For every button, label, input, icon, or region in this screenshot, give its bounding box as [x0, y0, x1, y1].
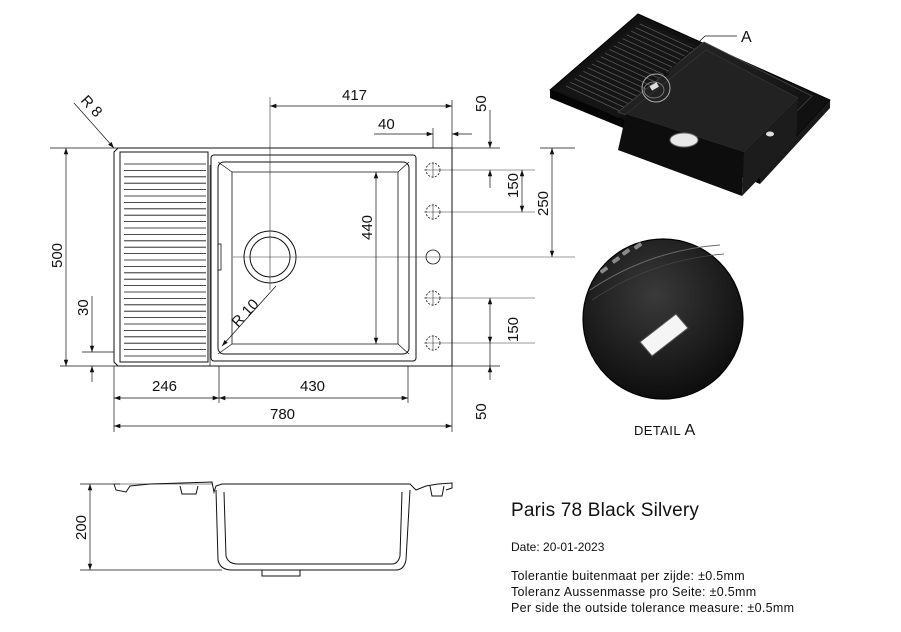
iso-drainer-rib	[639, 23, 695, 50]
dim-150-bottom: 150	[505, 317, 522, 342]
dim-40: 40	[378, 116, 395, 133]
iso-drainer-rib	[618, 41, 673, 68]
tolerance-nl: Tolerantie buitenmaat per zijde: ±0.5mm	[511, 569, 745, 583]
iso-drainer-rib	[613, 45, 669, 72]
dim-r10: R 10	[228, 296, 262, 331]
iso-drainer-rib	[587, 67, 642, 94]
iso-drainer-rib	[635, 27, 690, 53]
dim-50-bottom: 50	[473, 403, 490, 420]
model-name: Paris 78 Black Silvery	[511, 500, 700, 521]
top-view	[113, 97, 575, 367]
iso-drainer-rib	[591, 63, 647, 90]
dim-246: 246	[152, 378, 177, 395]
iso-drainer-rib	[596, 60, 651, 86]
dim-150-top: 150	[505, 173, 522, 198]
iso-drainer-rib	[565, 85, 621, 112]
detail-marker: A	[641, 29, 752, 103]
iso-drainer-rib	[626, 34, 682, 61]
iso-drainer-rib	[600, 56, 655, 83]
dim-250: 250	[535, 191, 552, 216]
dimension-lines	[50, 100, 575, 432]
dim-30: 30	[75, 299, 92, 316]
dim-50-top: 50	[473, 95, 490, 112]
iso-drain	[669, 132, 699, 148]
iso-drainer-rib	[605, 52, 660, 79]
title-block: Paris 78 Black Silvery Date: 20-01-2023 …	[511, 500, 896, 616]
detail-a-view	[582, 238, 744, 400]
drainer-area	[119, 151, 209, 363]
tolerance-en: Per side the outside tolerance measure: …	[511, 601, 795, 615]
iso-drainer-rib	[583, 71, 638, 97]
drainer-ribs	[124, 163, 206, 357]
side-dimension	[80, 483, 222, 571]
detail-caption-letter: A	[684, 422, 696, 439]
dim-430: 430	[300, 378, 325, 395]
overflow-slot	[639, 313, 689, 357]
tolerance-de: Toleranz Aussenmasse pro Seite: ±0.5mm	[511, 585, 757, 599]
drawing-date: Date: 20-01-2023	[511, 540, 605, 554]
dim-200: 200	[73, 515, 90, 540]
bowl-inner	[217, 161, 410, 355]
dim-417: 417	[342, 87, 367, 104]
detail-marker-label: A	[741, 29, 752, 46]
side-view	[113, 481, 453, 577]
iso-drainer-rib	[622, 38, 677, 64]
tap-holes	[425, 162, 441, 351]
iso-drainer-rib	[578, 74, 634, 101]
detail-caption: DETAIL A	[634, 422, 696, 440]
dim-440: 440	[359, 215, 376, 240]
dim-500: 500	[49, 243, 66, 268]
iso-drainer-rib	[609, 49, 664, 75]
iso-drainer-rib	[570, 82, 625, 108]
iso-drainer-rib	[631, 30, 686, 57]
dimension-labels: 417 40 50 150 250 440 500 30 150 50 246 …	[49, 87, 552, 423]
dim-780: 780	[270, 406, 295, 423]
isometric-view	[549, 13, 831, 196]
iso-drainer-rib	[574, 78, 629, 105]
detail-caption-text: DETAIL	[634, 423, 681, 438]
dim-r8: R 8	[77, 92, 105, 121]
bowl-outer	[210, 154, 417, 362]
